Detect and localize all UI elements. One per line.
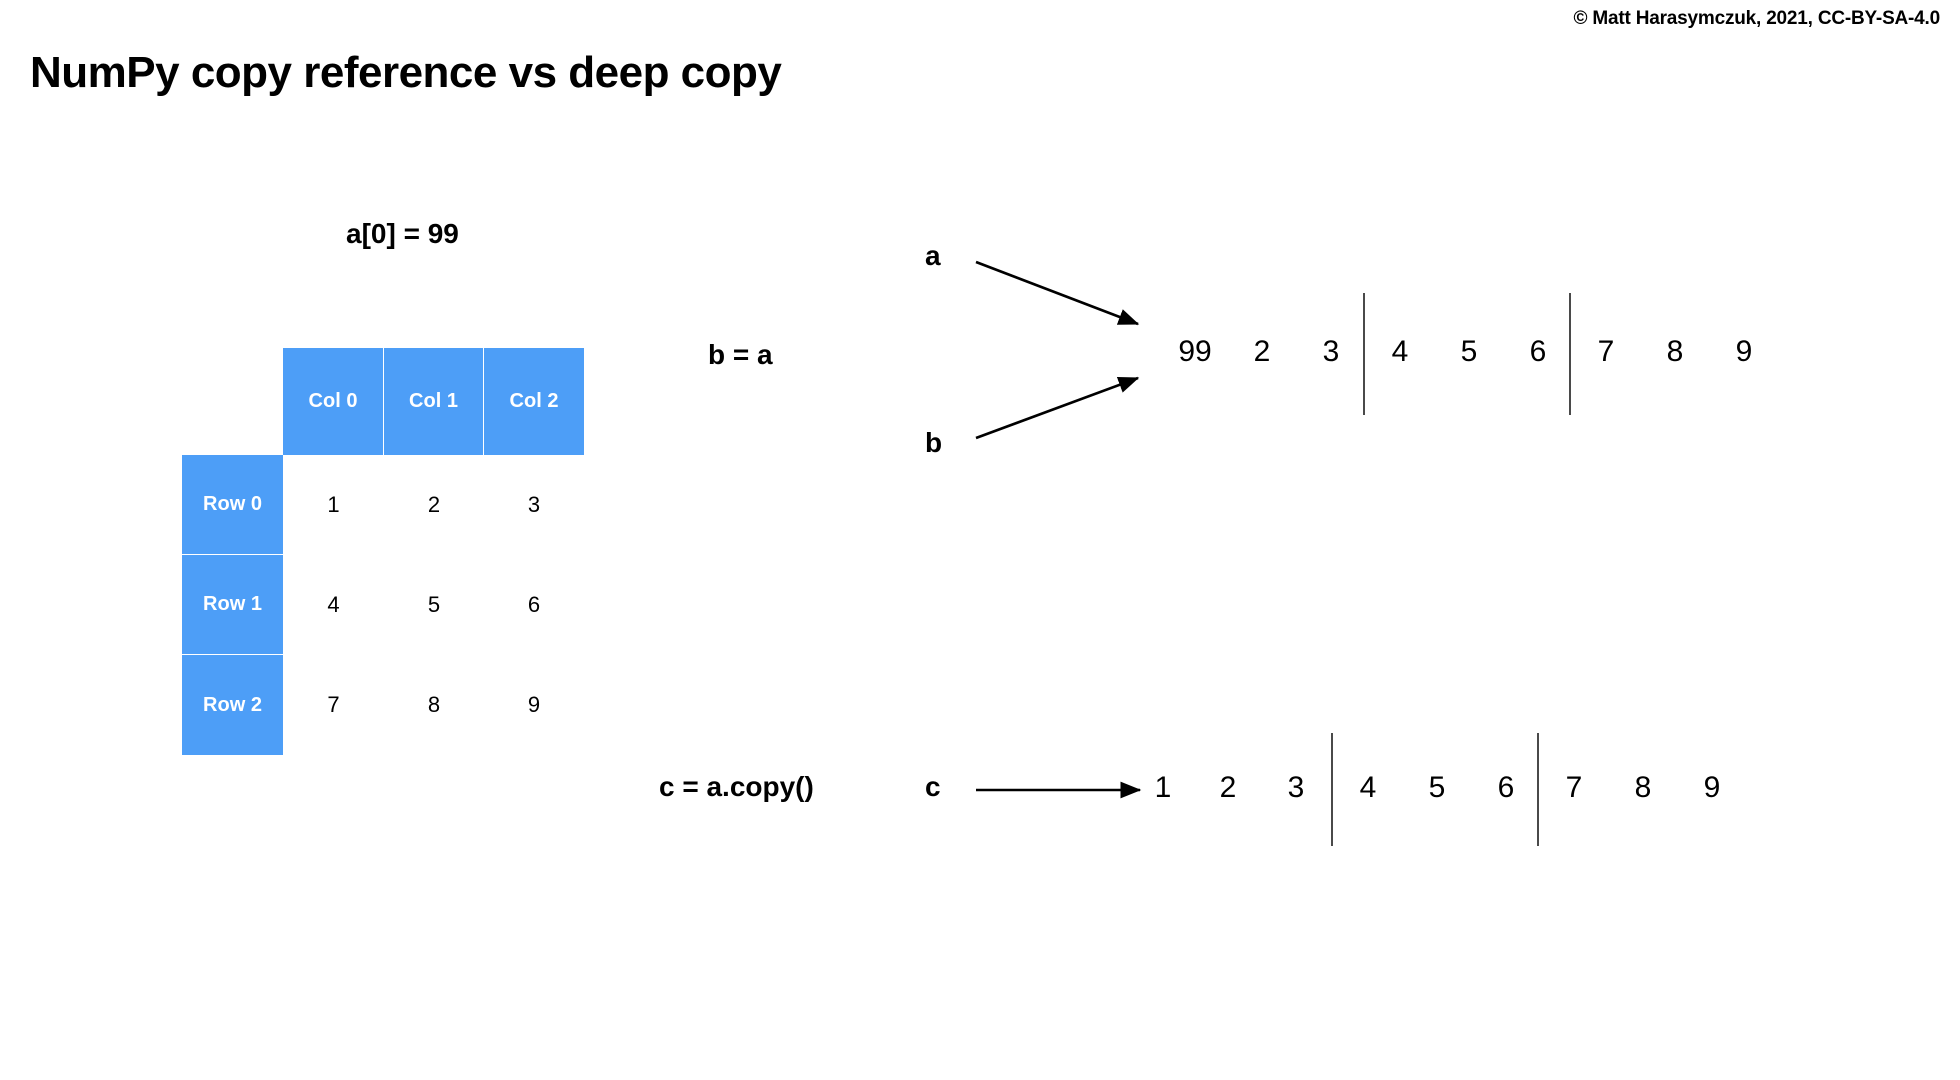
deepcopy-array-value: 8 [1634,771,1652,804]
deepcopy-array-value: 1 [1154,771,1172,804]
variable-label-c: c [925,771,941,802]
deepcopy-array-value: 7 [1565,771,1583,804]
table-caption-assignment: a[0] = 99 [346,218,459,249]
deepcopy-array-separator-0 [1331,733,1333,846]
reference-array-value: 8 [1666,335,1684,368]
reference-array-value: 99 [1178,335,1212,368]
reference-array-separator-1 [1569,293,1571,415]
table-row: 6 [484,555,584,655]
deepcopy-array-value: 9 [1703,771,1721,804]
variable-label-b: b [925,427,943,458]
table-col-header-1: Col 1 [384,348,484,455]
reference-array-value: 3 [1322,335,1340,368]
deepcopy-array-value: 3 [1287,771,1305,804]
matrix-table: Col 0 Col 1 Col 2 Row 0 Row 1 Row 2 1 2 … [182,348,584,756]
deepcopy-array-value: 2 [1219,771,1237,804]
reference-array-value: 9 [1735,335,1753,368]
deepcopy-operation-label: c = a.copy() [659,771,814,802]
reference-array-value: 2 [1253,335,1271,368]
table-row: 9 [484,655,584,755]
deepcopy-array-value: 4 [1359,771,1377,804]
reference-array-value: 4 [1391,335,1409,368]
table-row: 7 [283,655,384,755]
table-row-header-1: Row 1 [182,555,283,655]
table-row: 2 [384,455,484,555]
page-title: NumPy copy reference vs deep copy [30,48,782,97]
reference-array-value: 7 [1597,335,1615,368]
deepcopy-array-separator-1 [1537,733,1539,846]
variable-label-a: a [925,240,941,271]
reference-array-value: 5 [1460,335,1478,368]
table-col-header-0: Col 0 [283,348,384,455]
reference-array-separator-0 [1363,293,1365,415]
table-row-header-0: Row 0 [182,455,283,555]
deepcopy-array-value: 5 [1428,771,1446,804]
reference-array-value: 6 [1529,335,1547,368]
table-row: 3 [484,455,584,555]
table-row: 8 [384,655,484,755]
reference-operation-label: b = a [708,339,773,370]
table-col-header-2: Col 2 [484,348,584,455]
table-row-header-2: Row 2 [182,655,283,755]
table-corner-cell [182,348,283,455]
copyright-notice: © Matt Harasymczuk, 2021, CC-BY-SA-4.0 [1573,8,1941,29]
table-row: 1 [283,455,384,555]
deepcopy-array-value: 6 [1497,771,1515,804]
table-row: 5 [384,555,484,655]
reference-arrows [975,260,1140,440]
table-row: 4 [283,555,384,655]
